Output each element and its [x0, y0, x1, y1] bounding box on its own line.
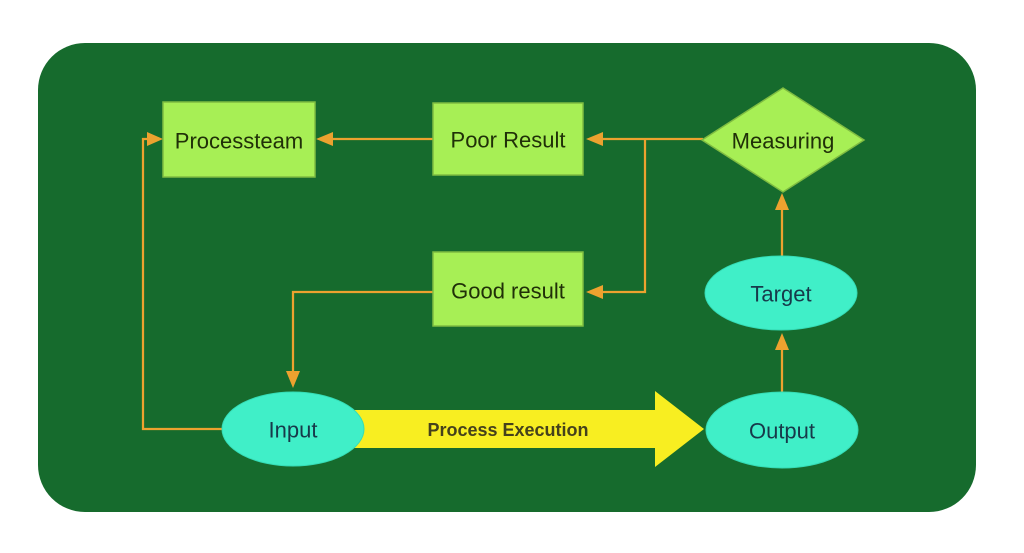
- arrowhead-icon: [286, 371, 300, 388]
- edge-measuring-to-good-result: [586, 139, 647, 299]
- arrowhead-icon: [147, 132, 163, 146]
- node-output: [705, 391, 859, 469]
- node-poor-result: [432, 102, 584, 176]
- process-execution-arrow: [330, 391, 704, 467]
- edge-poor-result-to-processteam: [316, 132, 433, 146]
- node-label-target: Target: [750, 282, 811, 307]
- arrowhead-icon: [775, 333, 789, 350]
- node-input: [221, 391, 365, 467]
- arrowhead-icon: [775, 193, 789, 210]
- process-arrow-head-icon: [655, 391, 704, 467]
- edge-output-to-target: [775, 333, 789, 392]
- edge-line: [291, 290, 433, 371]
- process-arrow-body: [330, 410, 655, 448]
- arrowhead-icon: [586, 285, 603, 299]
- edge-measuring-to-poor-result: [586, 132, 703, 146]
- node-good-result: [432, 251, 584, 327]
- node-label-input: Input: [269, 418, 318, 443]
- edge-input-to-processteam: [141, 132, 222, 431]
- edge-line: [603, 139, 647, 294]
- node-label-output: Output: [749, 419, 815, 444]
- edge-good-result-to-input: [286, 290, 433, 388]
- node-label-measuring: Measuring: [732, 129, 835, 154]
- node-target: [704, 255, 858, 331]
- process-execution-label: Process Execution: [427, 420, 588, 440]
- arrowhead-icon: [316, 132, 333, 146]
- node-label-processteam: Processteam: [175, 129, 303, 154]
- node-label-good-result: Good result: [451, 279, 565, 304]
- arrowhead-icon: [586, 132, 603, 146]
- node-measuring: [700, 87, 866, 193]
- edge-target-to-measuring: [775, 193, 789, 256]
- node-processteam: [162, 101, 316, 178]
- edge-line: [141, 137, 222, 431]
- node-label-poor-result: Poor Result: [451, 128, 566, 153]
